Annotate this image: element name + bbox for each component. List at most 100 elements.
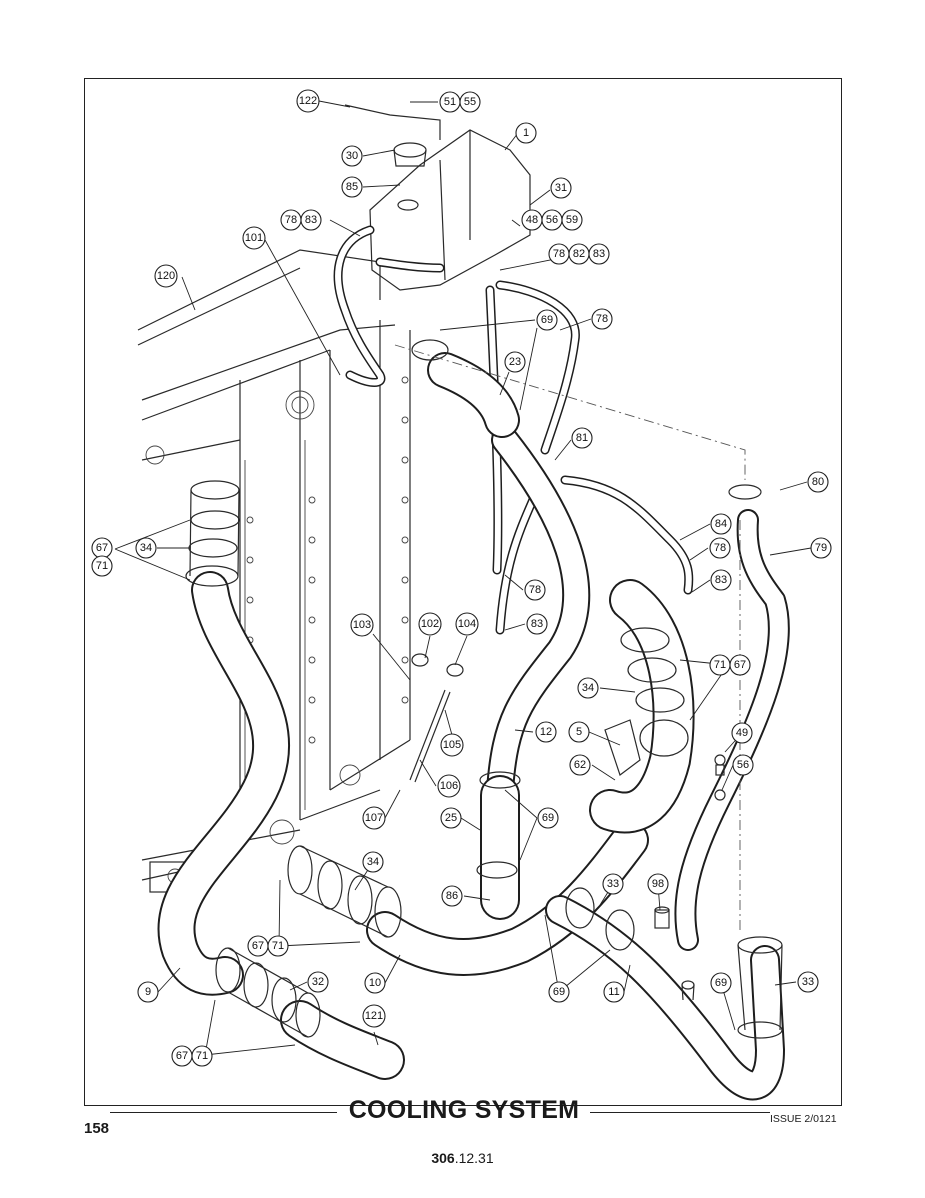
callout-55: 55	[459, 91, 481, 113]
callout-69: 69	[536, 309, 558, 331]
svg-text:30: 30	[346, 150, 358, 162]
hose-connectors-and-clamps	[185, 339, 783, 1039]
svg-text:34: 34	[582, 682, 594, 694]
callout-83: 83	[526, 613, 548, 635]
callout-82: 82	[568, 243, 590, 265]
svg-text:48: 48	[526, 214, 538, 226]
svg-text:69: 69	[541, 314, 553, 326]
callout-67: 67	[171, 1045, 193, 1067]
callout-34: 34	[135, 537, 157, 559]
svg-text:71: 71	[96, 560, 108, 572]
svg-text:104: 104	[458, 618, 476, 630]
svg-text:51: 51	[444, 96, 456, 108]
callout-49: 49	[731, 722, 753, 744]
callout-83: 83	[588, 243, 610, 265]
page-title: COOLING SYSTEM	[348, 1096, 580, 1124]
svg-text:78: 78	[596, 313, 608, 325]
expansion-tank	[344, 104, 531, 291]
svg-text:67: 67	[734, 659, 746, 671]
issue-label: ISSUE 2/0121	[770, 1113, 837, 1125]
svg-text:56: 56	[546, 214, 558, 226]
svg-text:5: 5	[576, 726, 582, 738]
callout-80: 80	[807, 471, 829, 493]
callout-56: 56	[732, 754, 754, 776]
callout-103: 103	[350, 613, 374, 637]
svg-text:120: 120	[157, 270, 175, 282]
svg-text:83: 83	[305, 214, 317, 226]
document-reference: 306.12.31	[0, 1150, 925, 1166]
callout-105: 105	[440, 733, 464, 757]
svg-text:98: 98	[652, 878, 664, 890]
svg-text:55: 55	[464, 96, 476, 108]
svg-text:33: 33	[607, 878, 619, 890]
svg-text:56: 56	[737, 759, 749, 771]
svg-text:82: 82	[573, 248, 585, 260]
svg-text:78: 78	[714, 542, 726, 554]
callout-104: 104	[455, 612, 479, 636]
callout-71: 71	[709, 654, 731, 676]
svg-text:67: 67	[96, 542, 108, 554]
callout-84: 84	[710, 513, 732, 535]
callout-30: 30	[341, 145, 363, 167]
svg-text:69: 69	[715, 977, 727, 989]
callout-11: 11	[603, 981, 625, 1003]
callout-78: 78	[709, 537, 731, 559]
callout-9: 9	[137, 981, 159, 1003]
svg-text:84: 84	[715, 518, 727, 530]
callout-79: 79	[810, 537, 832, 559]
svg-text:71: 71	[272, 940, 284, 952]
callout-71: 71	[91, 555, 113, 577]
callout-32: 32	[307, 971, 329, 993]
svg-text:78: 78	[285, 214, 297, 226]
svg-text:81: 81	[576, 432, 588, 444]
title-rule-left	[110, 1112, 337, 1113]
callout-23: 23	[504, 351, 526, 373]
callout-1: 1	[515, 122, 537, 144]
doc-ref-rest: .12.31	[454, 1150, 494, 1166]
svg-text:107: 107	[365, 812, 383, 824]
svg-text:122: 122	[299, 95, 317, 107]
svg-text:32: 32	[312, 976, 324, 988]
callout-25: 25	[440, 807, 462, 829]
svg-text:80: 80	[812, 476, 824, 488]
svg-text:62: 62	[574, 759, 586, 771]
svg-text:101: 101	[245, 232, 263, 244]
title-rule-right	[590, 1112, 770, 1113]
callout-78: 78	[548, 243, 570, 265]
callout-69: 69	[710, 972, 732, 994]
callout-83: 83	[300, 209, 322, 231]
svg-text:33: 33	[802, 976, 814, 988]
callout-67: 67	[247, 935, 269, 957]
page-number: 158	[84, 1120, 110, 1137]
svg-text:31: 31	[555, 182, 567, 194]
svg-text:79: 79	[815, 542, 827, 554]
callout-106: 106	[437, 774, 461, 798]
callout-48: 48	[521, 209, 543, 231]
svg-text:10: 10	[369, 977, 381, 989]
callout-69: 69	[548, 981, 570, 1003]
svg-text:9: 9	[145, 986, 151, 998]
svg-text:1: 1	[523, 127, 529, 139]
svg-text:106: 106	[440, 780, 458, 792]
svg-text:25: 25	[445, 812, 457, 824]
callout-33: 33	[602, 873, 624, 895]
callout-71: 71	[191, 1045, 213, 1067]
svg-text:59: 59	[566, 214, 578, 226]
diagram-frame	[84, 78, 842, 1106]
callout-78: 78	[591, 308, 613, 330]
svg-text:103: 103	[353, 619, 371, 631]
callout-69: 69	[537, 807, 559, 829]
callout-51: 51	[439, 91, 461, 113]
callout-102: 102	[418, 612, 442, 636]
svg-text:69: 69	[542, 812, 554, 824]
callout-98: 98	[647, 873, 669, 895]
callout-62: 62	[569, 754, 591, 776]
svg-text:105: 105	[443, 739, 461, 751]
callout-31: 31	[550, 177, 572, 199]
svg-text:83: 83	[531, 618, 543, 630]
svg-text:11: 11	[608, 986, 619, 998]
svg-text:67: 67	[176, 1050, 188, 1062]
callout-33: 33	[797, 971, 819, 993]
svg-text:23: 23	[509, 356, 521, 368]
svg-text:83: 83	[593, 248, 605, 260]
